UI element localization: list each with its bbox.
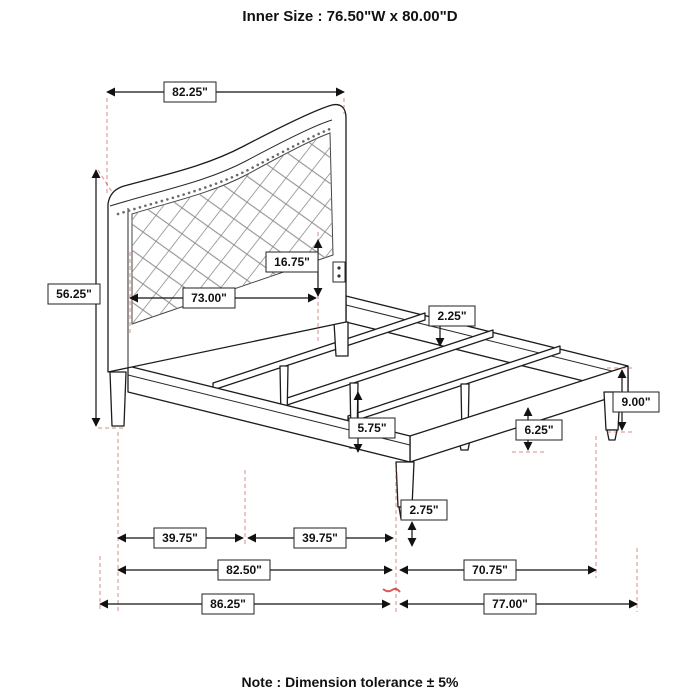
tufting-pattern	[132, 133, 333, 324]
dim-label: 9.00"	[621, 395, 650, 409]
dimensions: 82.25" 56.25" 73.00" 16.75" 2.25"	[47, 81, 660, 615]
far-rail-ledger-line	[345, 304, 629, 376]
dim-inner-headboard-width: 73.00"	[129, 287, 317, 309]
dim-headboard-width: 82.25"	[106, 81, 345, 103]
page-title: Inner Size : 76.50"W x 80.00"D	[242, 8, 458, 25]
dim-slat-clearance: 5.75"	[348, 391, 396, 453]
red-mark	[382, 587, 401, 593]
dim-rail-height: 9.00"	[612, 369, 660, 431]
headboard-near-leg	[109, 371, 127, 427]
nailhead-trim	[116, 127, 332, 216]
dim-leg-spacing-a: 39.75"	[117, 527, 244, 549]
dim-overall-depth: 86.25"	[99, 593, 391, 615]
dim-label: 16.75"	[274, 255, 310, 269]
dim-label: 39.75"	[162, 531, 198, 545]
dim-label: 39.75"	[302, 531, 338, 545]
dim-label: 6.25"	[524, 423, 553, 437]
dim-headboard-height: 56.25"	[47, 169, 101, 427]
dim-rail-clearance: 6.25"	[515, 407, 563, 451]
dim-label: 82.50"	[226, 563, 262, 577]
dim-frame-inner-length: 70.75"	[399, 559, 597, 581]
dim-label: 82.25"	[172, 85, 208, 99]
dim-slat-thickness: 2.25"	[428, 305, 476, 347]
rail-bracket	[332, 261, 346, 283]
headboard-top-band	[109, 119, 333, 207]
dim-label: 77.00"	[492, 597, 528, 611]
dim-label: 86.25"	[210, 597, 246, 611]
dim-label: 56.25"	[56, 287, 92, 301]
dim-panel-height: 16.75"	[265, 239, 323, 297]
dim-foot-height: 2.75"	[400, 499, 448, 547]
dim-frame-length: 82.50"	[117, 559, 393, 581]
dim-base-length: 77.00"	[399, 593, 638, 615]
dim-label: 70.75"	[472, 563, 508, 577]
extension-lines	[97, 98, 638, 612]
dim-label: 5.75"	[357, 421, 386, 435]
foot-rail	[409, 365, 629, 463]
tolerance-note: Note : Dimension tolerance ± 5%	[241, 674, 459, 690]
dim-leg-spacing-b: 39.75"	[247, 527, 394, 549]
headboard-far-leg	[333, 321, 349, 357]
dim-label: 2.25"	[437, 309, 466, 323]
bed-drawing	[107, 103, 629, 520]
dim-label: 2.75"	[409, 503, 438, 517]
dim-label: 73.00"	[191, 291, 227, 305]
